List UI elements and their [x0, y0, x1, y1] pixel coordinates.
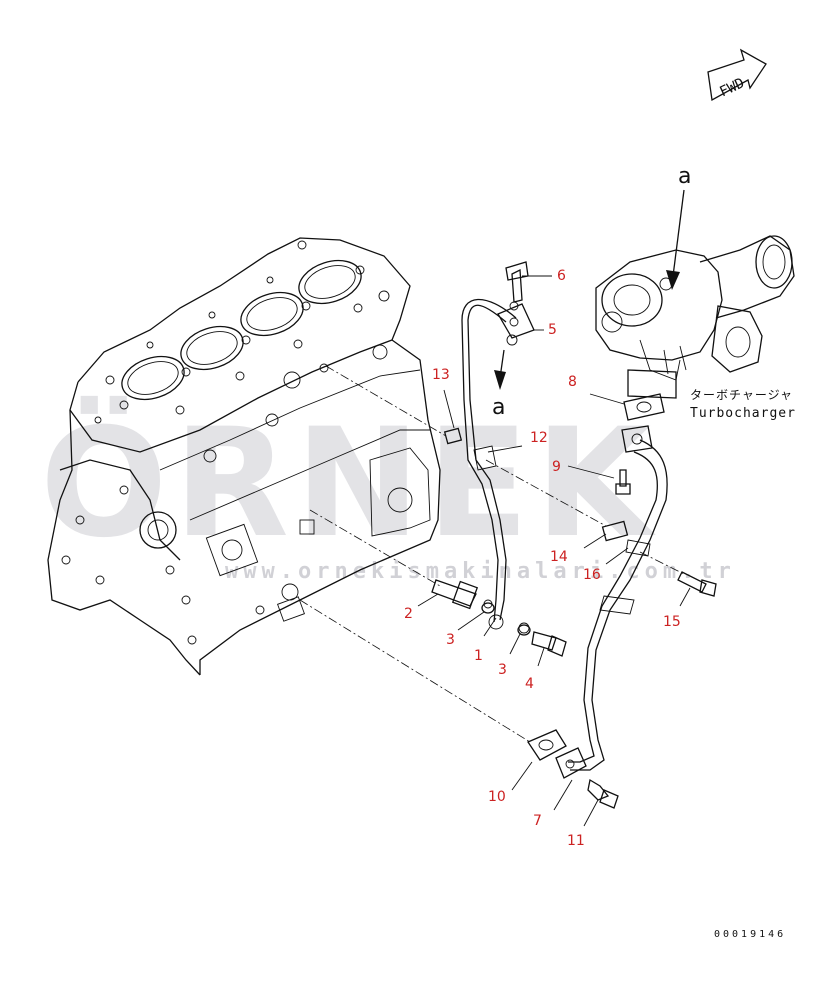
cylinder-block-drawing — [47, 237, 441, 676]
callout-14: 14 — [550, 549, 568, 565]
oil-return-pipe-drawing — [555, 425, 668, 779]
turbocharger-drawing — [595, 235, 795, 399]
callout-1: 1 — [474, 648, 483, 664]
watermark: ÖRNEK www.ornekismakinalari.com.tr — [40, 395, 736, 584]
callout-7: 7 — [533, 813, 542, 829]
turbocharger-label-jp: ターボチャージャ — [690, 388, 793, 402]
fwd-arrow-icon: FWD — [707, 48, 767, 102]
callout-labels: 1 2 3 3 4 5 6 7 8 9 10 11 12 13 14 15 16 — [404, 268, 681, 849]
turbocharger-label: ターボチャージャ Turbocharger — [690, 388, 796, 421]
view-letter-top: a — [678, 164, 691, 189]
callout-4: 4 — [525, 676, 534, 692]
callout-11: 11 — [567, 833, 585, 849]
watermark-brand: ÖRNEK — [40, 395, 657, 571]
leader-lines — [417, 275, 691, 827]
callout-12: 12 — [530, 430, 548, 446]
callout-3b: 3 — [498, 662, 507, 678]
view-a-marker: a — [666, 164, 691, 290]
callout-10: 10 — [488, 789, 506, 805]
callout-2: 2 — [404, 606, 413, 622]
callout-16: 16 — [583, 567, 601, 583]
callout-6: 6 — [557, 268, 566, 284]
callout-13: 13 — [432, 367, 450, 383]
callout-5: 5 — [548, 322, 557, 338]
callout-9: 9 — [552, 459, 561, 475]
view-a-marker-pipe: a — [492, 349, 506, 420]
callout-3a: 3 — [446, 632, 455, 648]
watermark-url: www.ornekismakinalari.com.tr — [225, 559, 736, 584]
callout-8: 8 — [568, 374, 577, 390]
callout-15: 15 — [663, 614, 681, 630]
fwd-label: FWD — [717, 75, 747, 100]
turbocharger-label-en: Turbocharger — [690, 406, 796, 421]
assembly-lines — [299, 365, 685, 743]
view-letter-pipe: a — [492, 395, 505, 420]
document-number: 00019146 — [714, 929, 786, 940]
loose-parts-drawing — [431, 393, 717, 809]
